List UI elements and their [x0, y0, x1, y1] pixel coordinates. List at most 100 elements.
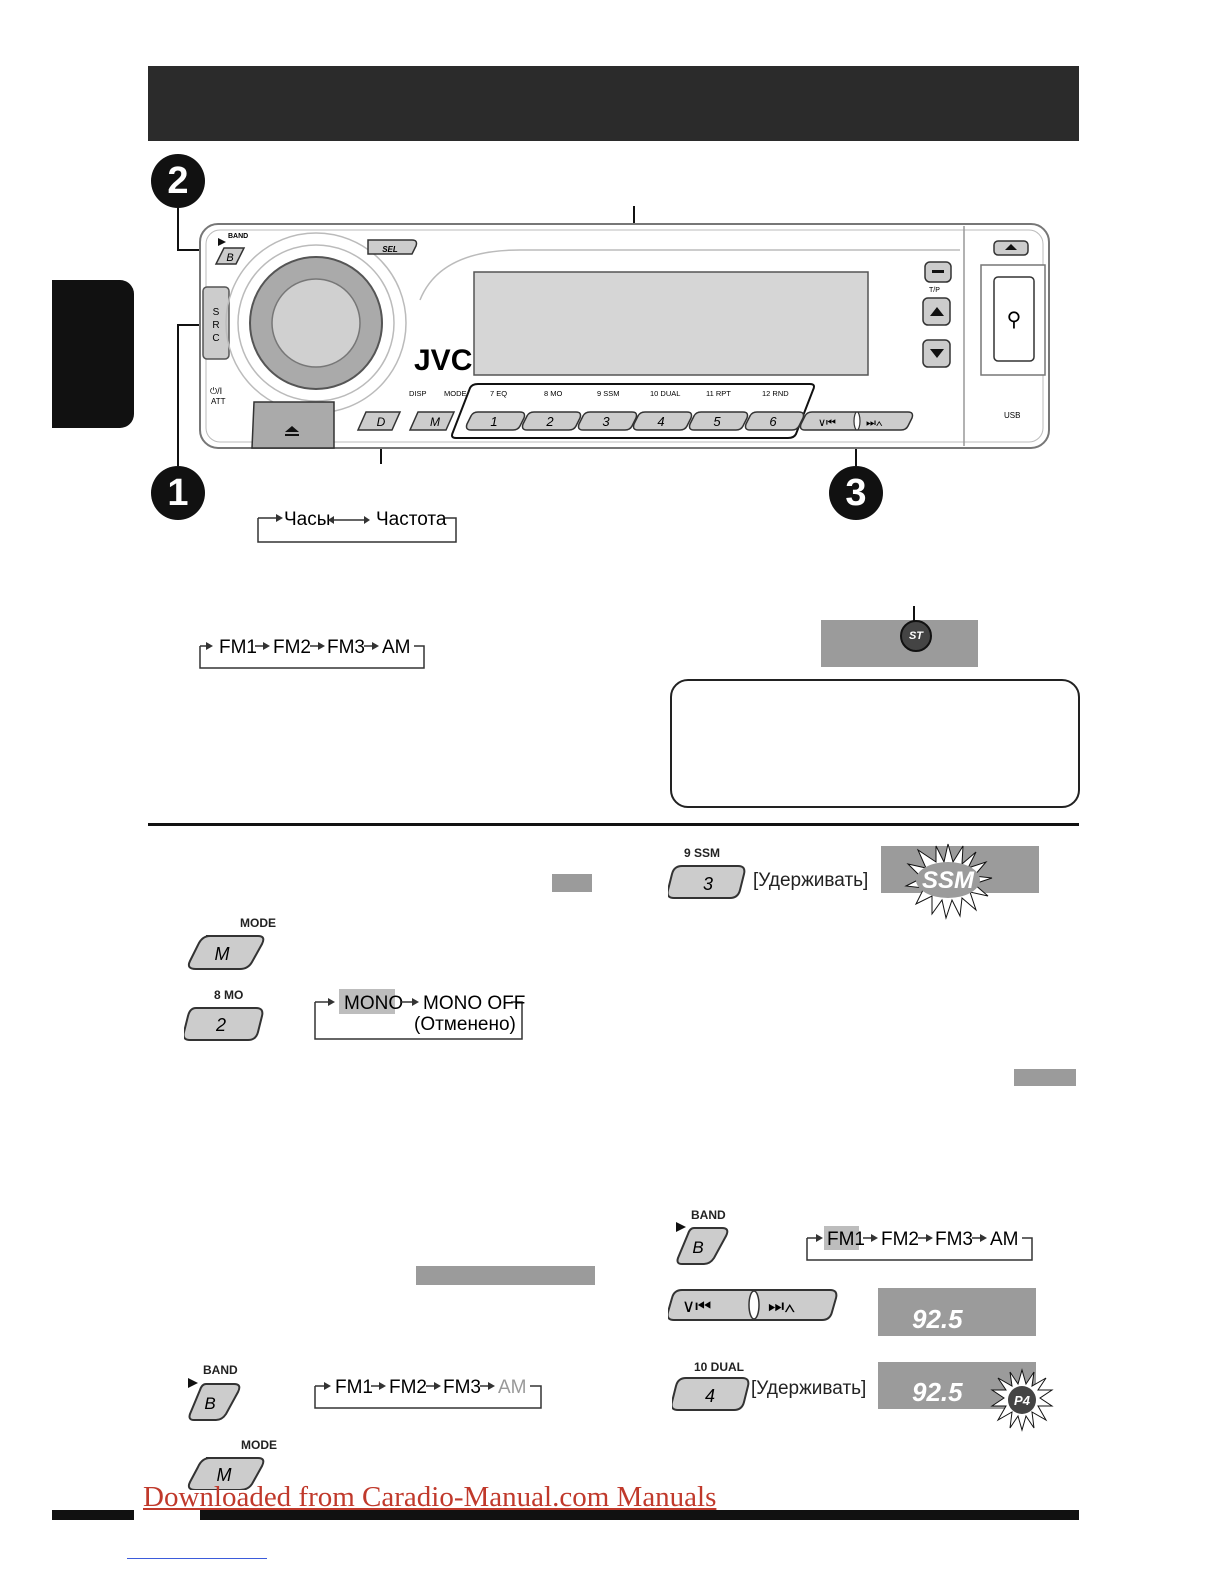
- preset-key-1[interactable]: 1: [490, 414, 497, 429]
- st-indicator-icon: ST: [900, 620, 932, 652]
- preset-key-6[interactable]: 6: [769, 414, 777, 429]
- src-letter-c: C: [212, 333, 219, 344]
- mode-key[interactable]: M: [430, 415, 440, 429]
- preset-key-4[interactable]: 4: [657, 414, 664, 429]
- band-fm1-left: FM1: [335, 1377, 373, 1398]
- mono-off: MONO OFF: [423, 993, 525, 1014]
- band-key[interactable]: B: [226, 252, 233, 264]
- band-fm2-right: FM2: [881, 1229, 919, 1250]
- seek-control-large[interactable]: ∨⏮ ⏭∧: [668, 1287, 840, 1323]
- ssm-button-label: 9 SSM: [684, 846, 721, 860]
- band-button-label-right: BAND: [691, 1208, 726, 1222]
- mode-button-label: MODE: [240, 916, 276, 930]
- small-gray-marker: [552, 874, 592, 892]
- band-label: BAND: [228, 233, 248, 240]
- info-box: [670, 679, 1080, 808]
- dual-button[interactable]: 4: [672, 1374, 752, 1414]
- band-cycle-flow-top: FM1 FM2 FM3 AM: [199, 637, 425, 669]
- svg-text:M: M: [217, 1465, 232, 1485]
- ssm-burst: SSM: [904, 843, 993, 920]
- preset-buttons: 7 EQ 8 MO 9 SSM 10 DUAL 11 RPT 12 RND 1 …: [465, 389, 805, 431]
- svg-text:B: B: [692, 1238, 703, 1257]
- att-label: ATT: [211, 397, 226, 406]
- disp-key[interactable]: D: [377, 415, 386, 429]
- small-gray-marker-right: [1014, 1069, 1076, 1086]
- band-cycle-flow-right: FM1 FM2 FM3 AM: [806, 1226, 1033, 1261]
- footer-download-link[interactable]: Downloaded from Caradio-Manual.com Manua…: [143, 1481, 717, 1513]
- src-letter-r: R: [212, 320, 219, 331]
- preset-burst: P4: [990, 1368, 1054, 1432]
- ssm-display-text: SSM: [922, 867, 975, 894]
- band-fm1-right: FM1: [827, 1229, 865, 1250]
- mode-button-label-2: MODE: [241, 1438, 277, 1452]
- mono-off-note: (Отменено): [414, 1014, 516, 1035]
- band-am-right: AM: [990, 1229, 1019, 1250]
- svg-text:2: 2: [215, 1015, 226, 1035]
- section-divider: [148, 823, 1079, 826]
- callout-3: 3: [829, 466, 883, 520]
- preset-key-5[interactable]: 5: [713, 414, 721, 429]
- preset-label-2: 8 MO: [544, 389, 563, 398]
- mo-button[interactable]: 2: [184, 1004, 264, 1042]
- footer-underline-stub: [127, 1558, 267, 1559]
- radio-faceplate: S R C BAND B SEL ⏻/I ATT JVC DISP MODE D…: [177, 206, 1050, 466]
- hold-instruction-2: [Удерживать]: [751, 1378, 867, 1399]
- mo-button-label: 8 MO: [214, 988, 244, 1002]
- power-label: ⏻/I: [210, 386, 222, 396]
- seek-forward-icon-large[interactable]: ⏭∧: [768, 1296, 795, 1316]
- src-letter-s: S: [213, 307, 220, 318]
- footer-rule-right: [200, 1510, 1079, 1520]
- header-bar: [148, 66, 1079, 141]
- seek-knob[interactable]: [853, 411, 861, 431]
- svg-text:4: 4: [705, 1386, 715, 1406]
- band-button-right[interactable]: B: [672, 1220, 732, 1266]
- down-arrow-icon[interactable]: [930, 349, 944, 358]
- callout-2: 2: [151, 154, 205, 208]
- language-tab: [52, 280, 134, 428]
- preset-display-text: 92.5: [912, 1377, 963, 1407]
- freq-display-text: 92.5: [912, 1304, 963, 1334]
- svg-text:B: B: [204, 1394, 215, 1413]
- band-fm1: FM1: [219, 637, 257, 658]
- wide-gray-marker: [416, 1266, 595, 1285]
- ssm-button[interactable]: 3: [668, 862, 748, 902]
- svg-text:3: 3: [703, 874, 713, 894]
- preset-label-6: 12 RND: [762, 389, 789, 398]
- footer-rule-left: [52, 1510, 134, 1520]
- usb-icon: ⚲: [1007, 309, 1022, 331]
- hold-instruction: [Удерживать]: [753, 870, 869, 891]
- band-fm3-left: FM3: [443, 1377, 481, 1398]
- band-fm2: FM2: [273, 637, 311, 658]
- svg-text:M: M: [215, 944, 230, 964]
- freq-display: [878, 1288, 1036, 1336]
- preset-label-1: 7 EQ: [490, 389, 507, 398]
- band-am-left: AM: [498, 1377, 527, 1398]
- mode-button-2[interactable]: M: [184, 1454, 266, 1490]
- mode-label: MODE: [444, 389, 467, 398]
- mono-on: MONO: [344, 993, 403, 1014]
- dual-button-label: 10 DUAL: [694, 1360, 745, 1374]
- band-cycle-flow-left: FM1 FM2 FM3 AM: [314, 1377, 542, 1409]
- preset-label-5: 11 RPT: [706, 389, 731, 398]
- sel-key[interactable]: SEL: [382, 245, 398, 254]
- seek-forward-icon[interactable]: ⏭∧: [866, 417, 883, 429]
- preset-key-2[interactable]: 2: [545, 414, 554, 429]
- seek-back-icon-large[interactable]: ∨⏮: [682, 1296, 711, 1316]
- preset-label-3: 9 SSM: [597, 389, 620, 398]
- up-arrow-icon[interactable]: [930, 307, 944, 316]
- display-cycle-flow: Часы Частота: [257, 509, 457, 543]
- preset-key-3[interactable]: 3: [602, 414, 610, 429]
- usb-label: USB: [1004, 411, 1020, 420]
- seek-back-icon[interactable]: ∨⏮: [818, 417, 836, 429]
- cycle-clock: Часы: [284, 509, 330, 530]
- st-display: [821, 620, 978, 667]
- band-button-left[interactable]: B: [184, 1376, 244, 1422]
- mono-flow: MONO MONO OFF (Отменено): [314, 989, 525, 1040]
- band-button-label-left: BAND: [203, 1363, 238, 1377]
- mode-button[interactable]: M: [184, 932, 266, 972]
- preset-badge: P4: [1014, 1393, 1031, 1408]
- band-fm3-right: FM3: [935, 1229, 973, 1250]
- jvc-logo: JVC: [414, 344, 472, 377]
- callout-1: 1: [151, 466, 205, 520]
- preset-label-4: 10 DUAL: [650, 389, 680, 398]
